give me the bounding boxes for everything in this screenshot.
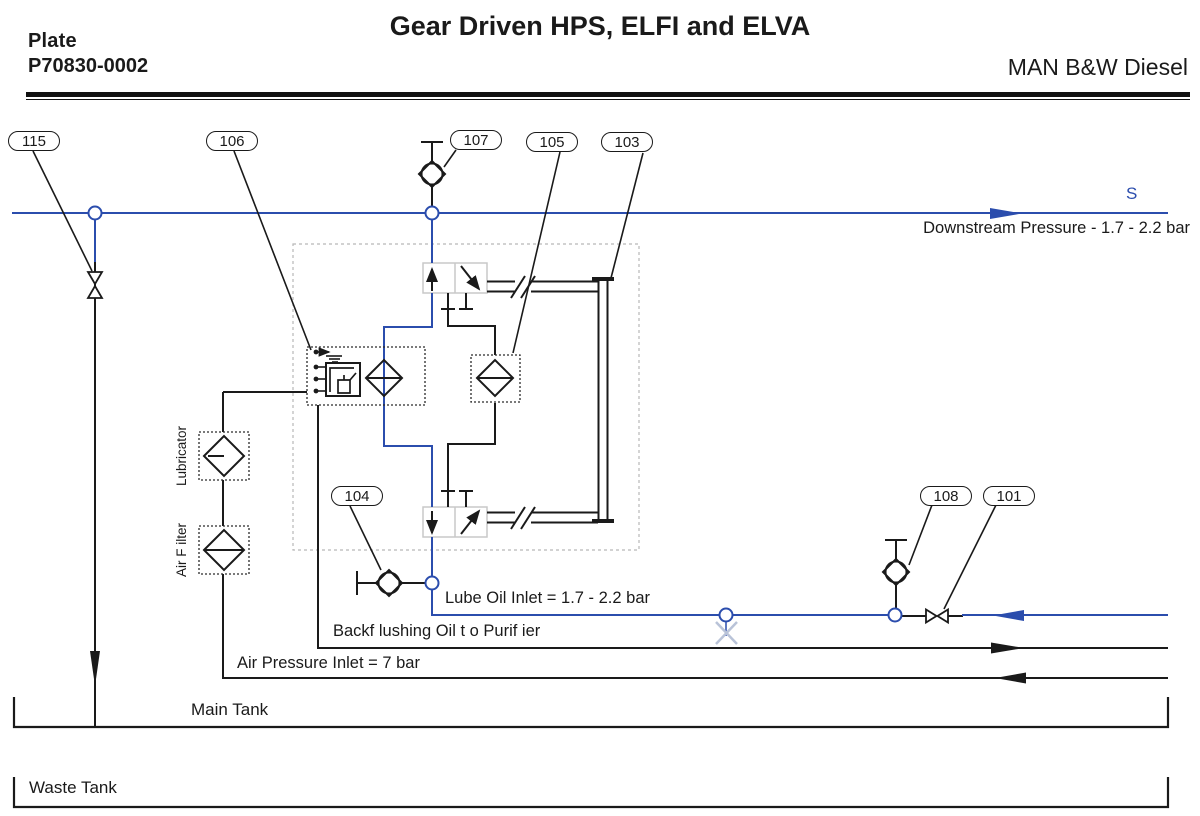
junction-nodes <box>89 207 902 622</box>
drain-flow-arrow <box>90 651 100 686</box>
vent-valve-107-symbol <box>419 161 445 187</box>
lubricator-diamond <box>204 436 244 476</box>
valve-flow-arrows <box>426 266 481 535</box>
downstream-pressure-label: Downstream Pressure - 1.7 - 2.2 bar <box>923 219 1190 237</box>
backflush-line <box>318 405 1168 648</box>
capped-branch-x-mark <box>716 622 737 644</box>
callout-106: 106 <box>206 131 258 151</box>
air-pressure-line <box>223 574 1168 678</box>
plate-label: Plate <box>28 30 77 52</box>
accumulator-bar <box>592 279 614 521</box>
backflush-flow-arrow <box>991 642 1024 654</box>
air-filter-label: Air F ilter <box>174 523 189 577</box>
callout-108: 108 <box>920 486 972 506</box>
black-piping <box>95 142 1168 727</box>
tank-outlines <box>14 697 1168 807</box>
shutoff-valve-101-symbol <box>926 610 948 623</box>
waste-tank-label: Waste Tank <box>29 778 117 797</box>
dotted-component-boxes <box>199 347 520 574</box>
main-tank-outline <box>14 697 1168 727</box>
callout-107: 107 <box>450 130 502 150</box>
dashed-unit-boundary <box>293 244 639 550</box>
check-valve-104-symbol <box>376 570 402 596</box>
air-inlet-flow-arrow <box>995 672 1026 684</box>
plate-number: P70830-0002 <box>28 55 149 77</box>
check-valve-108-symbol <box>883 559 909 585</box>
backflush-label: Backf lushing Oil t o Purif ier <box>333 622 541 640</box>
flow-direction-arrows <box>90 208 1026 686</box>
s-line-marker: S <box>1126 184 1138 203</box>
brand-name: MAN B&W Diesel <box>1007 54 1188 80</box>
callout-103: 103 <box>601 132 653 152</box>
callout-101: 101 <box>983 486 1035 506</box>
waste-tank-outline <box>14 777 1168 807</box>
page-title: Gear Driven HPS, ELFI and ELVA <box>389 11 811 41</box>
header-rule-thin <box>26 99 1190 101</box>
callout-105: 105 <box>526 132 578 152</box>
downstream-flow-arrow <box>990 208 1022 219</box>
air-pressure-label: Air Pressure Inlet = 7 bar <box>237 654 420 672</box>
lube-oil-inlet-line <box>432 537 894 615</box>
header-rule-thick <box>26 92 1190 97</box>
callout-leaders <box>33 150 996 609</box>
lubricator-label: Lubricator <box>174 425 189 487</box>
lube-oil-inlet-label: Lube Oil Inlet = 1.7 - 2.2 bar <box>445 589 651 607</box>
shutoff-valve-115-symbol <box>88 272 102 298</box>
lube-inlet-flow-arrow <box>993 610 1024 621</box>
main-tank-label: Main Tank <box>191 700 269 719</box>
callout-115: 115 <box>8 131 60 151</box>
callout-104: 104 <box>331 486 383 506</box>
control-unit-106 <box>313 347 360 396</box>
filter-symbols <box>204 360 513 570</box>
